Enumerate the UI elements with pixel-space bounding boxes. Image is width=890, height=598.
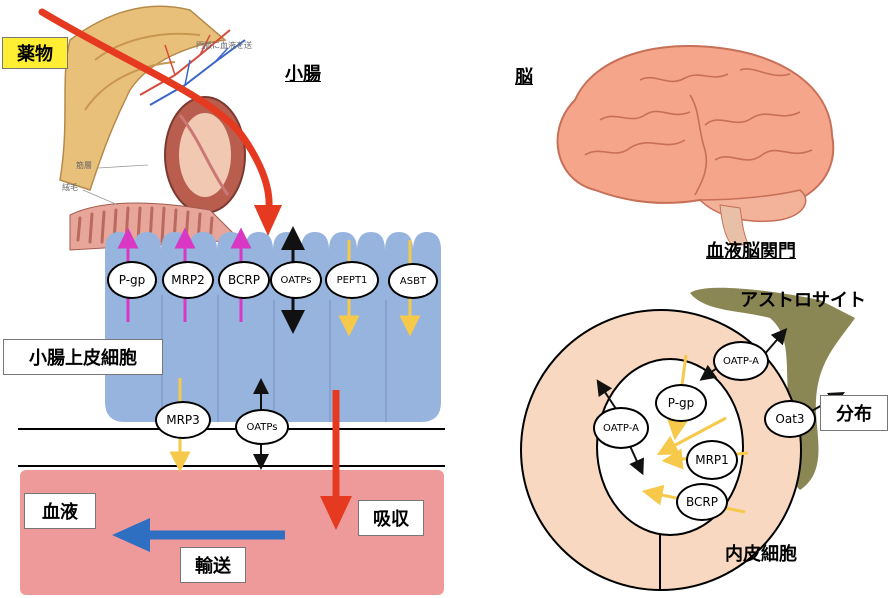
transporter-oatp-a-left: OATP-A bbox=[593, 407, 649, 449]
transporter-asbt: ASBT bbox=[388, 263, 438, 299]
transporter-mrp3: MRP3 bbox=[155, 401, 211, 439]
transporter-mrp2: MRP2 bbox=[162, 261, 214, 299]
astrocyte-label: アストロサイト bbox=[740, 290, 866, 311]
bbb-heading: 血液脳関門 bbox=[706, 241, 796, 262]
intestine-illustration bbox=[59, 5, 246, 251]
drug-label: 薬物 bbox=[2, 37, 68, 69]
absorption-arrow bbox=[38, 8, 352, 530]
small-intestine-heading: 小腸 bbox=[285, 64, 321, 85]
intestinal-epithelium-label: 小腸上皮細胞 bbox=[3, 339, 163, 375]
transporter-pgp: P-gp bbox=[107, 261, 157, 299]
transporter-pgp-bbb: P-gp bbox=[655, 384, 707, 422]
absorption-label: 吸収 bbox=[358, 500, 424, 536]
transporter-bcrp: BCRP bbox=[218, 261, 270, 299]
transporter-bcrp-bbb: BCRP bbox=[676, 483, 728, 521]
transport-arrow bbox=[112, 518, 285, 552]
villi-label: 絨毛 bbox=[62, 183, 78, 192]
intestinal-epithelial-cell bbox=[105, 232, 441, 422]
transporter-oatp-a-top: OATP-A bbox=[713, 341, 769, 381]
transport-label: 輸送 bbox=[180, 547, 246, 583]
distribution-label: 分布 bbox=[820, 395, 888, 431]
brain-illustration bbox=[556, 45, 835, 247]
portal-vein-label: 門脈に血液を送 bbox=[196, 41, 252, 50]
transporter-oat3: Oat3 bbox=[764, 400, 816, 438]
transporter-oatps-apical: OATPs bbox=[270, 261, 322, 299]
endothelial-cell-label: 内皮細胞 bbox=[725, 544, 797, 565]
muscle-layer-label: 筋層 bbox=[76, 161, 92, 170]
transporter-oatps-basolateral: OATPs bbox=[235, 409, 289, 445]
brain-heading: 脳 bbox=[515, 67, 533, 88]
transporter-pept1: PEPT1 bbox=[325, 261, 379, 299]
blood-label: 血液 bbox=[24, 493, 96, 529]
transporter-mrp1: MRP1 bbox=[686, 440, 738, 480]
